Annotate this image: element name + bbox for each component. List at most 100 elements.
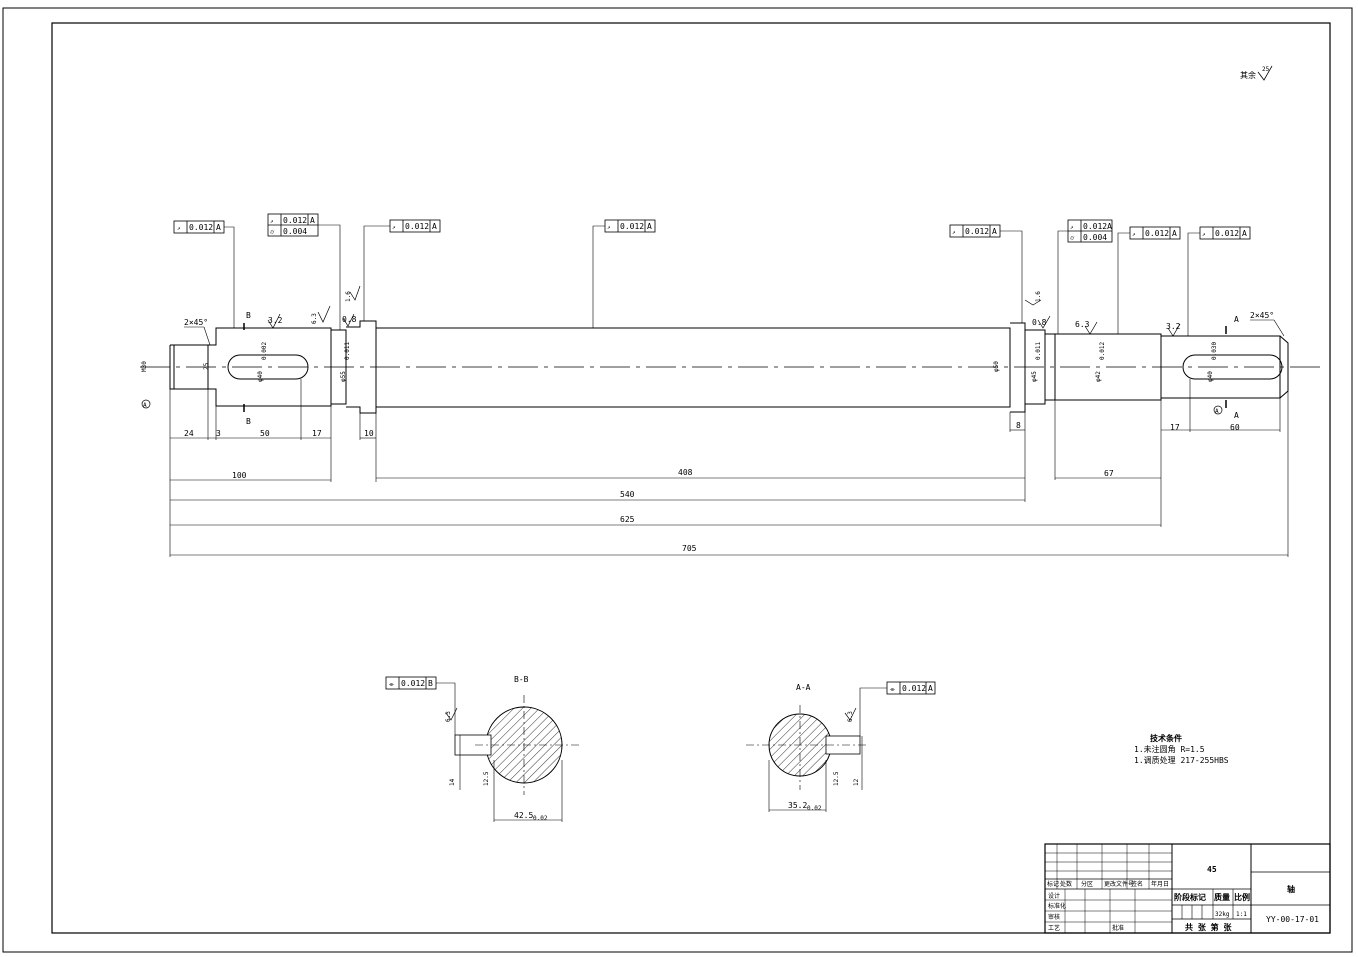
section-bb: B-B ⌯ 0.012 B 6.3 12.5 14 42.5 0.02 bbox=[385, 675, 580, 822]
svg-text:φ50: φ50 bbox=[993, 361, 1000, 372]
svg-text:A: A bbox=[1172, 229, 1177, 238]
chamfer-labels: 2×45° 2×45° bbox=[184, 311, 1285, 346]
svg-text:分区: 分区 bbox=[1081, 880, 1093, 888]
svg-text:φ40: φ40 bbox=[257, 371, 264, 382]
svg-text:3.2: 3.2 bbox=[1166, 322, 1181, 331]
title-block bbox=[1044, 843, 1331, 934]
svg-text:A-A: A-A bbox=[796, 683, 811, 692]
svg-text:B: B bbox=[428, 679, 433, 688]
svg-text:100: 100 bbox=[232, 471, 247, 480]
tolerance-frame-1: ↗ 0.012 A bbox=[173, 220, 235, 328]
svg-text:25: 25 bbox=[1262, 66, 1270, 73]
svg-text:共 张 第 张: 共 张 第 张 bbox=[1185, 922, 1232, 932]
svg-text:0.012: 0.012 bbox=[620, 222, 644, 231]
svg-text:24: 24 bbox=[184, 429, 194, 438]
svg-text:0.012: 0.012 bbox=[902, 684, 926, 693]
outer-frame bbox=[2, 7, 1353, 953]
svg-text:0.012A: 0.012A bbox=[1083, 222, 1112, 231]
svg-text:A: A bbox=[1234, 315, 1239, 324]
svg-text:A: A bbox=[216, 223, 221, 232]
svg-text:0.012: 0.012 bbox=[1145, 229, 1169, 238]
svg-text:0.02: 0.02 bbox=[533, 815, 548, 822]
svg-text:A: A bbox=[928, 684, 933, 693]
svg-text:8: 8 bbox=[1016, 421, 1021, 430]
svg-text:14: 14 bbox=[449, 778, 456, 786]
svg-text:↗: ↗ bbox=[392, 224, 396, 231]
svg-text:标记: 标记 bbox=[1047, 880, 1059, 888]
svg-text:B: B bbox=[246, 417, 251, 426]
svg-text:0.011: 0.011 bbox=[344, 342, 351, 360]
svg-text:更改文件号: 更改文件号 bbox=[1104, 880, 1134, 888]
svg-text:φ45: φ45 bbox=[1031, 371, 1038, 382]
svg-text:审核: 审核 bbox=[1048, 913, 1060, 921]
svg-text:0.02: 0.02 bbox=[807, 805, 822, 812]
svg-text:1.调质处理 217-255HBS: 1.调质处理 217-255HBS bbox=[1134, 755, 1229, 765]
svg-text:6.3: 6.3 bbox=[311, 313, 318, 324]
svg-text:0.012: 0.012 bbox=[283, 216, 307, 225]
svg-text:6.3: 6.3 bbox=[847, 711, 854, 722]
section-aa: A-A ⌯ 0.012 A 6.3 12.5 12 35.2 0.02 bbox=[746, 681, 936, 812]
svg-text:φ42: φ42 bbox=[1095, 371, 1102, 382]
svg-text:0.004: 0.004 bbox=[1083, 233, 1107, 242]
svg-text:↗: ↗ bbox=[270, 218, 274, 225]
svg-text:阶段标记: 阶段标记 bbox=[1174, 892, 1206, 902]
svg-text:B-B: B-B bbox=[514, 675, 529, 684]
svg-text:YY-00-17-01: YY-00-17-01 bbox=[1266, 915, 1319, 924]
svg-text:↗: ↗ bbox=[1202, 231, 1206, 238]
tolerance-frame-8: ↗ 0.012 A bbox=[1187, 226, 1251, 336]
svg-text:A: A bbox=[992, 227, 997, 236]
svg-text:标准化: 标准化 bbox=[1048, 902, 1066, 910]
svg-text:B: B bbox=[246, 311, 251, 320]
svg-text:⌯: ⌯ bbox=[389, 681, 394, 688]
svg-text:0.012: 0.012 bbox=[405, 222, 429, 231]
tolerance-frame-2: ↗ 0.012 A ⌭ 0.004 bbox=[267, 213, 341, 330]
svg-text:0.011: 0.011 bbox=[1035, 342, 1042, 360]
roughness-values: 3.2 6.3 0.8 1.6 1.6 0.8 6.3 3.2 bbox=[268, 291, 1181, 331]
svg-text:0.012: 0.012 bbox=[1099, 342, 1106, 360]
tolerance-frame-7: ↗ 0.012 A bbox=[1117, 226, 1181, 334]
svg-text:⌭: ⌭ bbox=[1070, 235, 1075, 242]
svg-text:1.未注圆角 R=1.5: 1.未注圆角 R=1.5 bbox=[1134, 744, 1205, 754]
general-roughness-note: 其余 25 bbox=[1240, 65, 1273, 81]
svg-text:M30: M30 bbox=[141, 361, 148, 372]
svg-text:0.012: 0.012 bbox=[965, 227, 989, 236]
svg-text:比例: 比例 bbox=[1234, 892, 1250, 902]
svg-text:批准: 批准 bbox=[1112, 924, 1124, 932]
svg-text:12.5: 12.5 bbox=[483, 771, 490, 786]
svg-text:0.012: 0.012 bbox=[401, 679, 425, 688]
svg-text:3: 3 bbox=[216, 429, 221, 438]
diameter-labels: M30 25 φ40 0.002 φ55 0.011 φ50 φ45 0.011… bbox=[141, 342, 1218, 382]
svg-text:17: 17 bbox=[312, 429, 322, 438]
svg-text:技术条件: 技术条件 bbox=[1150, 733, 1182, 743]
tolerance-frame-6: ↗ 0.012A ⌭ 0.004 bbox=[1057, 219, 1113, 334]
svg-text:0.8: 0.8 bbox=[342, 315, 357, 324]
svg-text:1.6: 1.6 bbox=[1035, 291, 1042, 302]
svg-text:φ40: φ40 bbox=[1207, 371, 1214, 382]
svg-text:6.3: 6.3 bbox=[1075, 320, 1090, 329]
svg-text:60: 60 bbox=[1230, 423, 1240, 432]
svg-text:540: 540 bbox=[620, 490, 635, 499]
svg-text:φ55: φ55 bbox=[340, 371, 347, 382]
svg-text:67: 67 bbox=[1104, 469, 1114, 478]
section-cut-markers: B B A A bbox=[243, 311, 1239, 426]
svg-text:17: 17 bbox=[1170, 423, 1180, 432]
title-block-text: 45 轴 YY-00-17-01 阶段标记 质量 比例 32kg 1:1 共 张… bbox=[1047, 865, 1319, 932]
svg-text:408: 408 bbox=[678, 468, 693, 477]
svg-text:↗: ↗ bbox=[1132, 231, 1136, 238]
svg-text:处数: 处数 bbox=[1060, 880, 1072, 888]
svg-text:A: A bbox=[143, 402, 147, 409]
svg-text:25: 25 bbox=[203, 362, 210, 370]
datum-markers: A A bbox=[141, 399, 1223, 415]
svg-text:0.004: 0.004 bbox=[283, 227, 307, 236]
svg-text:0.030: 0.030 bbox=[1211, 342, 1218, 360]
svg-text:A: A bbox=[432, 222, 437, 231]
inner-frame bbox=[51, 22, 1331, 934]
svg-text:工艺: 工艺 bbox=[1048, 924, 1060, 932]
tolerance-frame-5: ↗ 0.012 A bbox=[949, 224, 1023, 323]
svg-text:12.5: 12.5 bbox=[833, 771, 840, 786]
svg-text:0.8: 0.8 bbox=[1032, 318, 1047, 327]
svg-text:质量: 质量 bbox=[1214, 892, 1230, 902]
svg-text:轴: 轴 bbox=[1287, 884, 1295, 894]
svg-text:42.5: 42.5 bbox=[514, 811, 533, 820]
